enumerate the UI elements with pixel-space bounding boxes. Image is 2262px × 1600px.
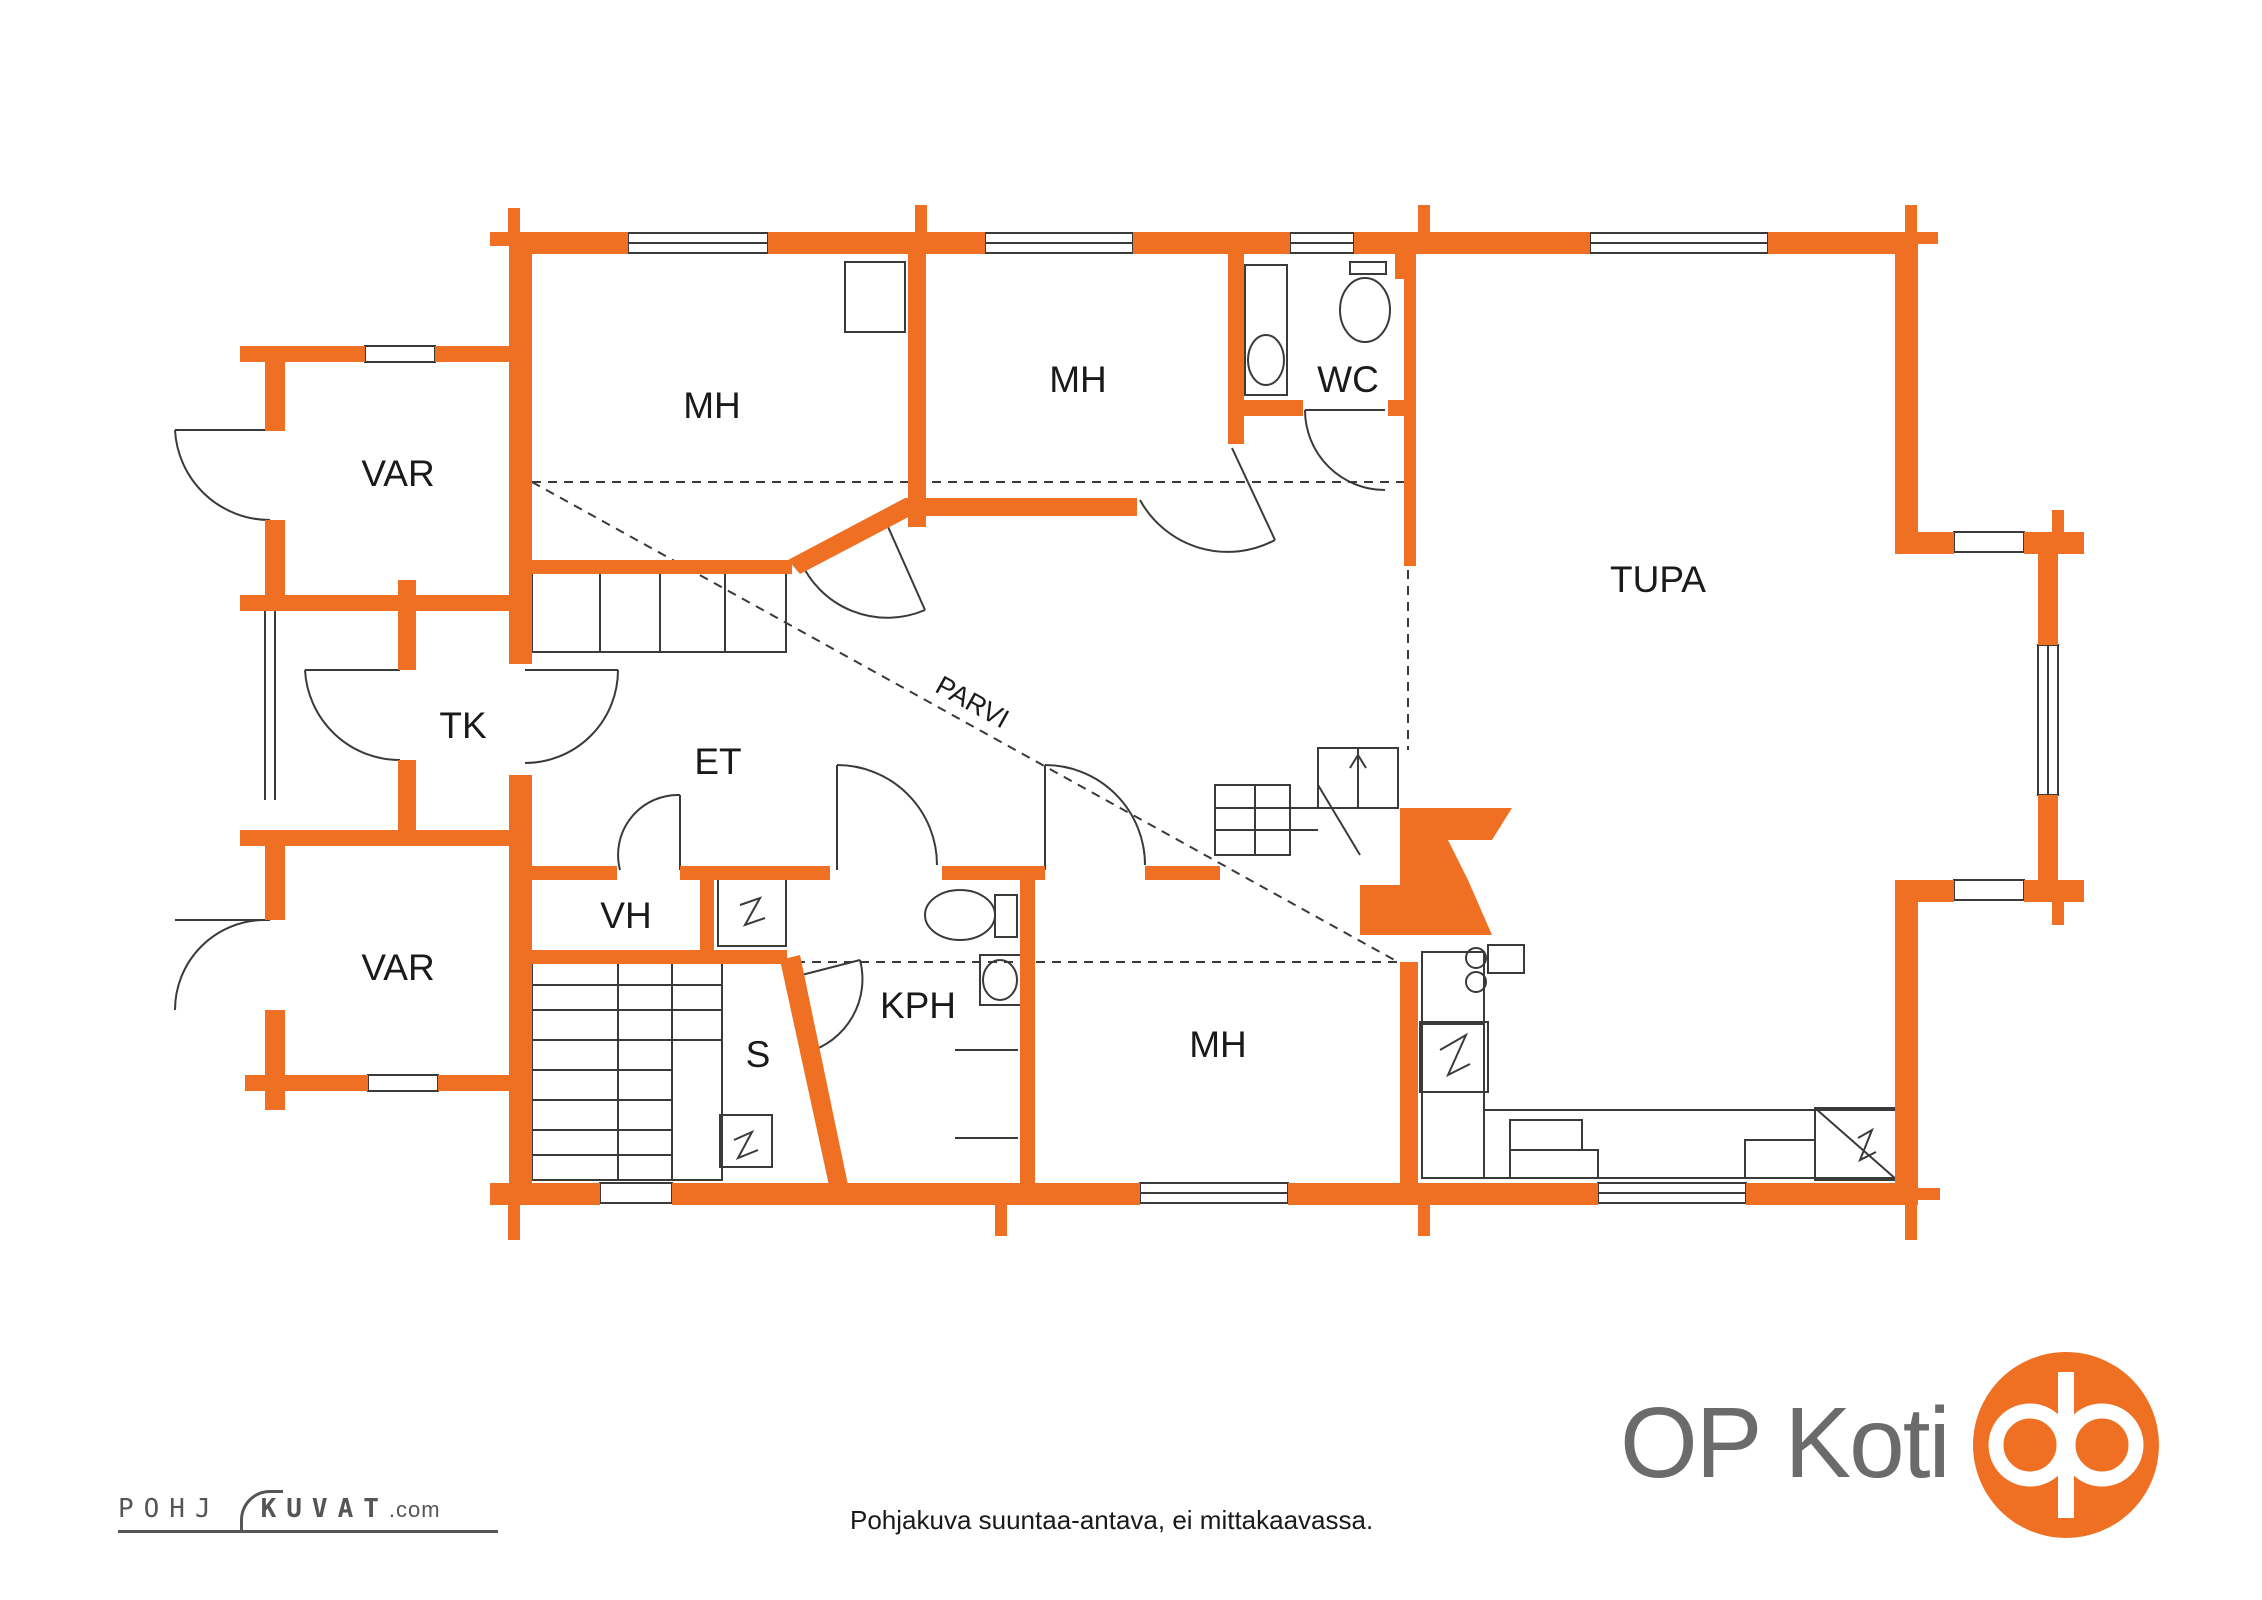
- cabinets: [531, 261, 1898, 1181]
- door-symbols: [174, 409, 1386, 1053]
- room-labels: MH MH WC TUPA VAR TK ET VAR VH KPH S MH …: [361, 359, 1706, 1075]
- room-label-et: ET: [694, 741, 741, 782]
- op-logo-icon: [1973, 1352, 2159, 1538]
- room-label-kph: KPH: [880, 985, 956, 1026]
- credit-domain: .com: [388, 1497, 441, 1522]
- room-label-tk: TK: [439, 705, 487, 746]
- room-label-wc: WC: [1317, 359, 1379, 400]
- disclaimer-text: Pohjakuva suuntaa-antava, ei mittakaavas…: [850, 1505, 1374, 1535]
- credit-underline: [118, 1530, 498, 1533]
- loft-label: PARVI: [931, 670, 1014, 734]
- credit-notch: [240, 1490, 283, 1533]
- window-symbols: [264, 232, 2059, 1204]
- sanitary-fixtures: [924, 261, 1525, 1139]
- fixtures-layer: [174, 232, 2059, 1204]
- room-label-s: S: [746, 1034, 771, 1075]
- electric-panels: [717, 877, 1877, 1168]
- walls: [240, 205, 2084, 1240]
- room-label-mh-1: MH: [683, 385, 741, 426]
- room-label-mh-3: MH: [1189, 1024, 1247, 1065]
- loft-outline: [531, 481, 1415, 963]
- brand-name: OP Koti: [1620, 1387, 1951, 1499]
- room-label-var-2: VAR: [361, 947, 434, 988]
- credit-main: POHJ: [118, 1494, 221, 1524]
- room-label-mh-2: MH: [1049, 359, 1107, 400]
- stairs: [531, 747, 1399, 1181]
- room-label-var-1: VAR: [361, 453, 434, 494]
- room-label-tupa: TUPA: [1610, 559, 1706, 600]
- room-label-vh: VH: [600, 895, 651, 936]
